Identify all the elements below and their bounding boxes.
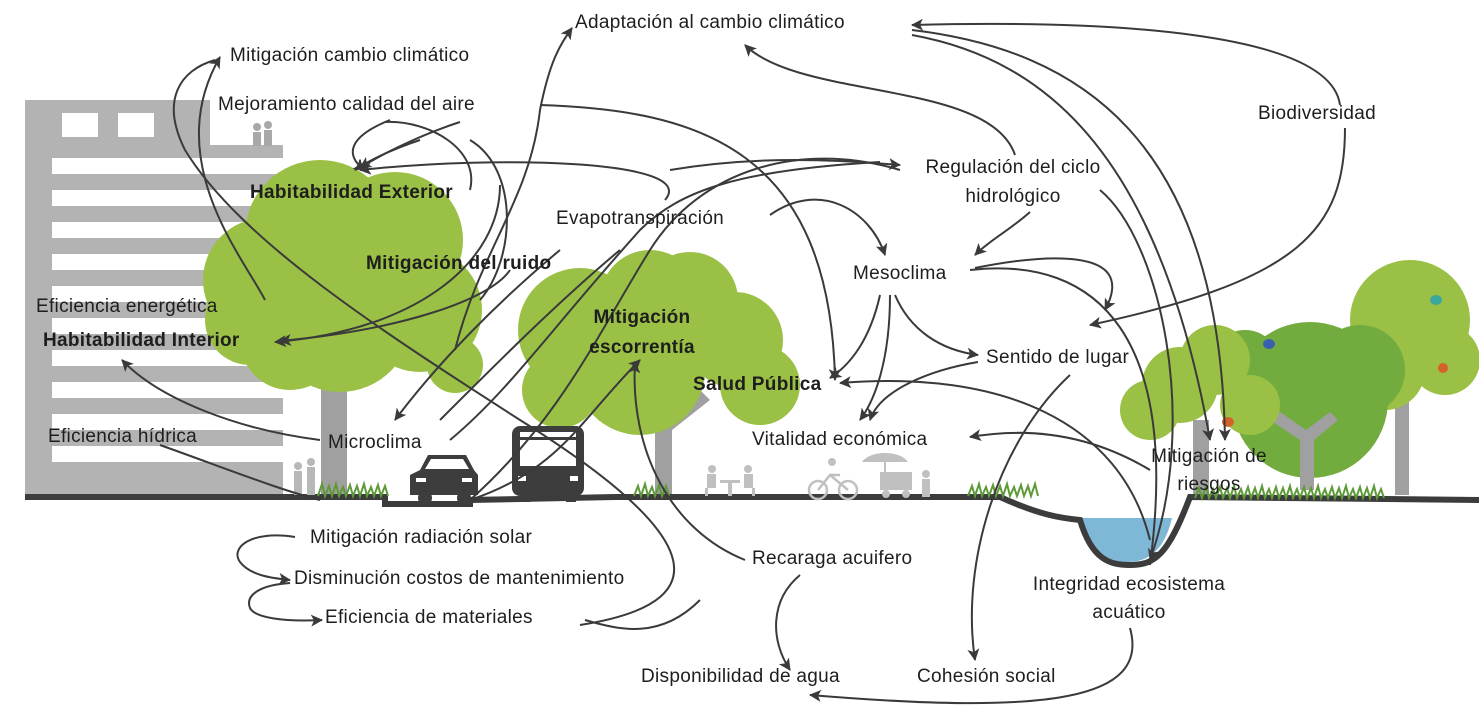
relationship-arrows [121,18,1346,705]
label-sentido-lugar: Sentido de lugar [986,347,1130,368]
cafe-table-icon [705,465,755,496]
car-icon [410,455,478,505]
label-eficiencia-energetica: Eficiencia energética [36,296,218,317]
label-mejoramiento-calidad-aire: Mejoramiento calidad del aire [218,94,475,115]
label-mitigacion-radiacion-solar: Mitigación radiación solar [310,527,533,548]
ground-line [25,493,1479,569]
label-disminucion-costos: Disminución costos de mantenimiento [294,568,625,589]
bicycle-icon [807,458,859,501]
label-evapotranspiracion: Evapotranspiración [556,208,725,229]
bus-icon [512,426,584,502]
label-mitigacion-cambio-climatico: Mitigación cambio climático [230,45,470,66]
street-tree-icon [518,250,800,500]
label-cohesion-social: Cohesión social [917,666,1056,687]
grass [317,480,1385,502]
street-tree-icon [1120,260,1479,500]
label-biodiversidad: Biodiversidad [1258,103,1376,124]
bird-icon [1222,295,1448,427]
label-disponibilidad-agua: Disponibilidad de agua [641,666,840,687]
label-integridad-acuatico: acuático [1092,602,1166,623]
label-vitalidad-economica: Vitalidad económica [752,429,928,450]
label-regulacion-ciclo: Regulación del ciclo [925,157,1101,178]
label-mitigacion-escorrentia-1: Mitigación [593,307,691,328]
pedestrians-icon [294,458,315,495]
label-mitigacion-riesgos-2: riesgos [1177,474,1241,495]
label-microclima: Microclima [328,432,422,453]
label-mitigacion-riesgos-1: Mitigación de [1151,446,1267,467]
label-eficiencia-materiales: Eficiencia de materiales [325,607,533,628]
label-eficiencia-hidrica: Eficiencia hídrica [48,426,198,447]
label-integridad-ecosistema: Integridad ecosistema [1032,574,1226,595]
label-mesoclima: Mesoclima [853,263,947,284]
label-adaptacion: Adaptación al cambio climático [575,12,845,33]
label-mitigacion-ruido: Mitigación del ruido [366,253,552,274]
label-mitigacion-escorrentia-2: escorrentía [589,337,695,358]
food-cart-icon [862,453,930,498]
label-recarga-acuifero: Recaraga acuifero [752,548,913,569]
label-salud-publica: Salud Pública [693,374,822,395]
label-habitabilidad-interior: Habitabilidad Interior [43,330,240,351]
label-regulacion-hidrologico: hidrológico [965,186,1061,207]
label-habitabilidad-exterior: Habitabilidad Exterior [250,182,453,203]
street-tree-icon [203,160,483,500]
